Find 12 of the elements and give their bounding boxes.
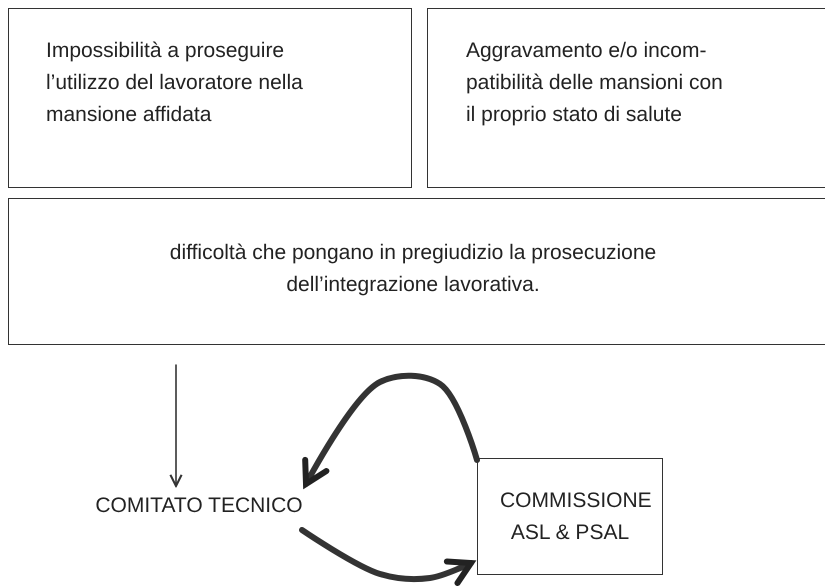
text-box bbox=[8, 8, 412, 188]
text-box bbox=[477, 458, 663, 575]
box-text: Aggravamento e/o incom-patibilità delle mansioni con il proprio stato di salute bbox=[466, 38, 724, 128]
arrow bbox=[169, 364, 183, 488]
text-box bbox=[427, 8, 825, 188]
box-text: difficoltà che pongano in pregiudizio la prosecuzione dell’integrazione lavorativa. bbox=[168, 240, 658, 298]
box-text: COMMISSIONE ASL & PSAL bbox=[499, 488, 653, 546]
node-label: COMITATO TECNICO bbox=[68, 488, 330, 524]
box-text: Impossibilità a proseguire l’utilizzo del lavoratore nella mansione affidata bbox=[46, 38, 304, 128]
text-box bbox=[8, 198, 825, 345]
arrow bbox=[302, 372, 480, 487]
arrow bbox=[299, 527, 474, 586]
